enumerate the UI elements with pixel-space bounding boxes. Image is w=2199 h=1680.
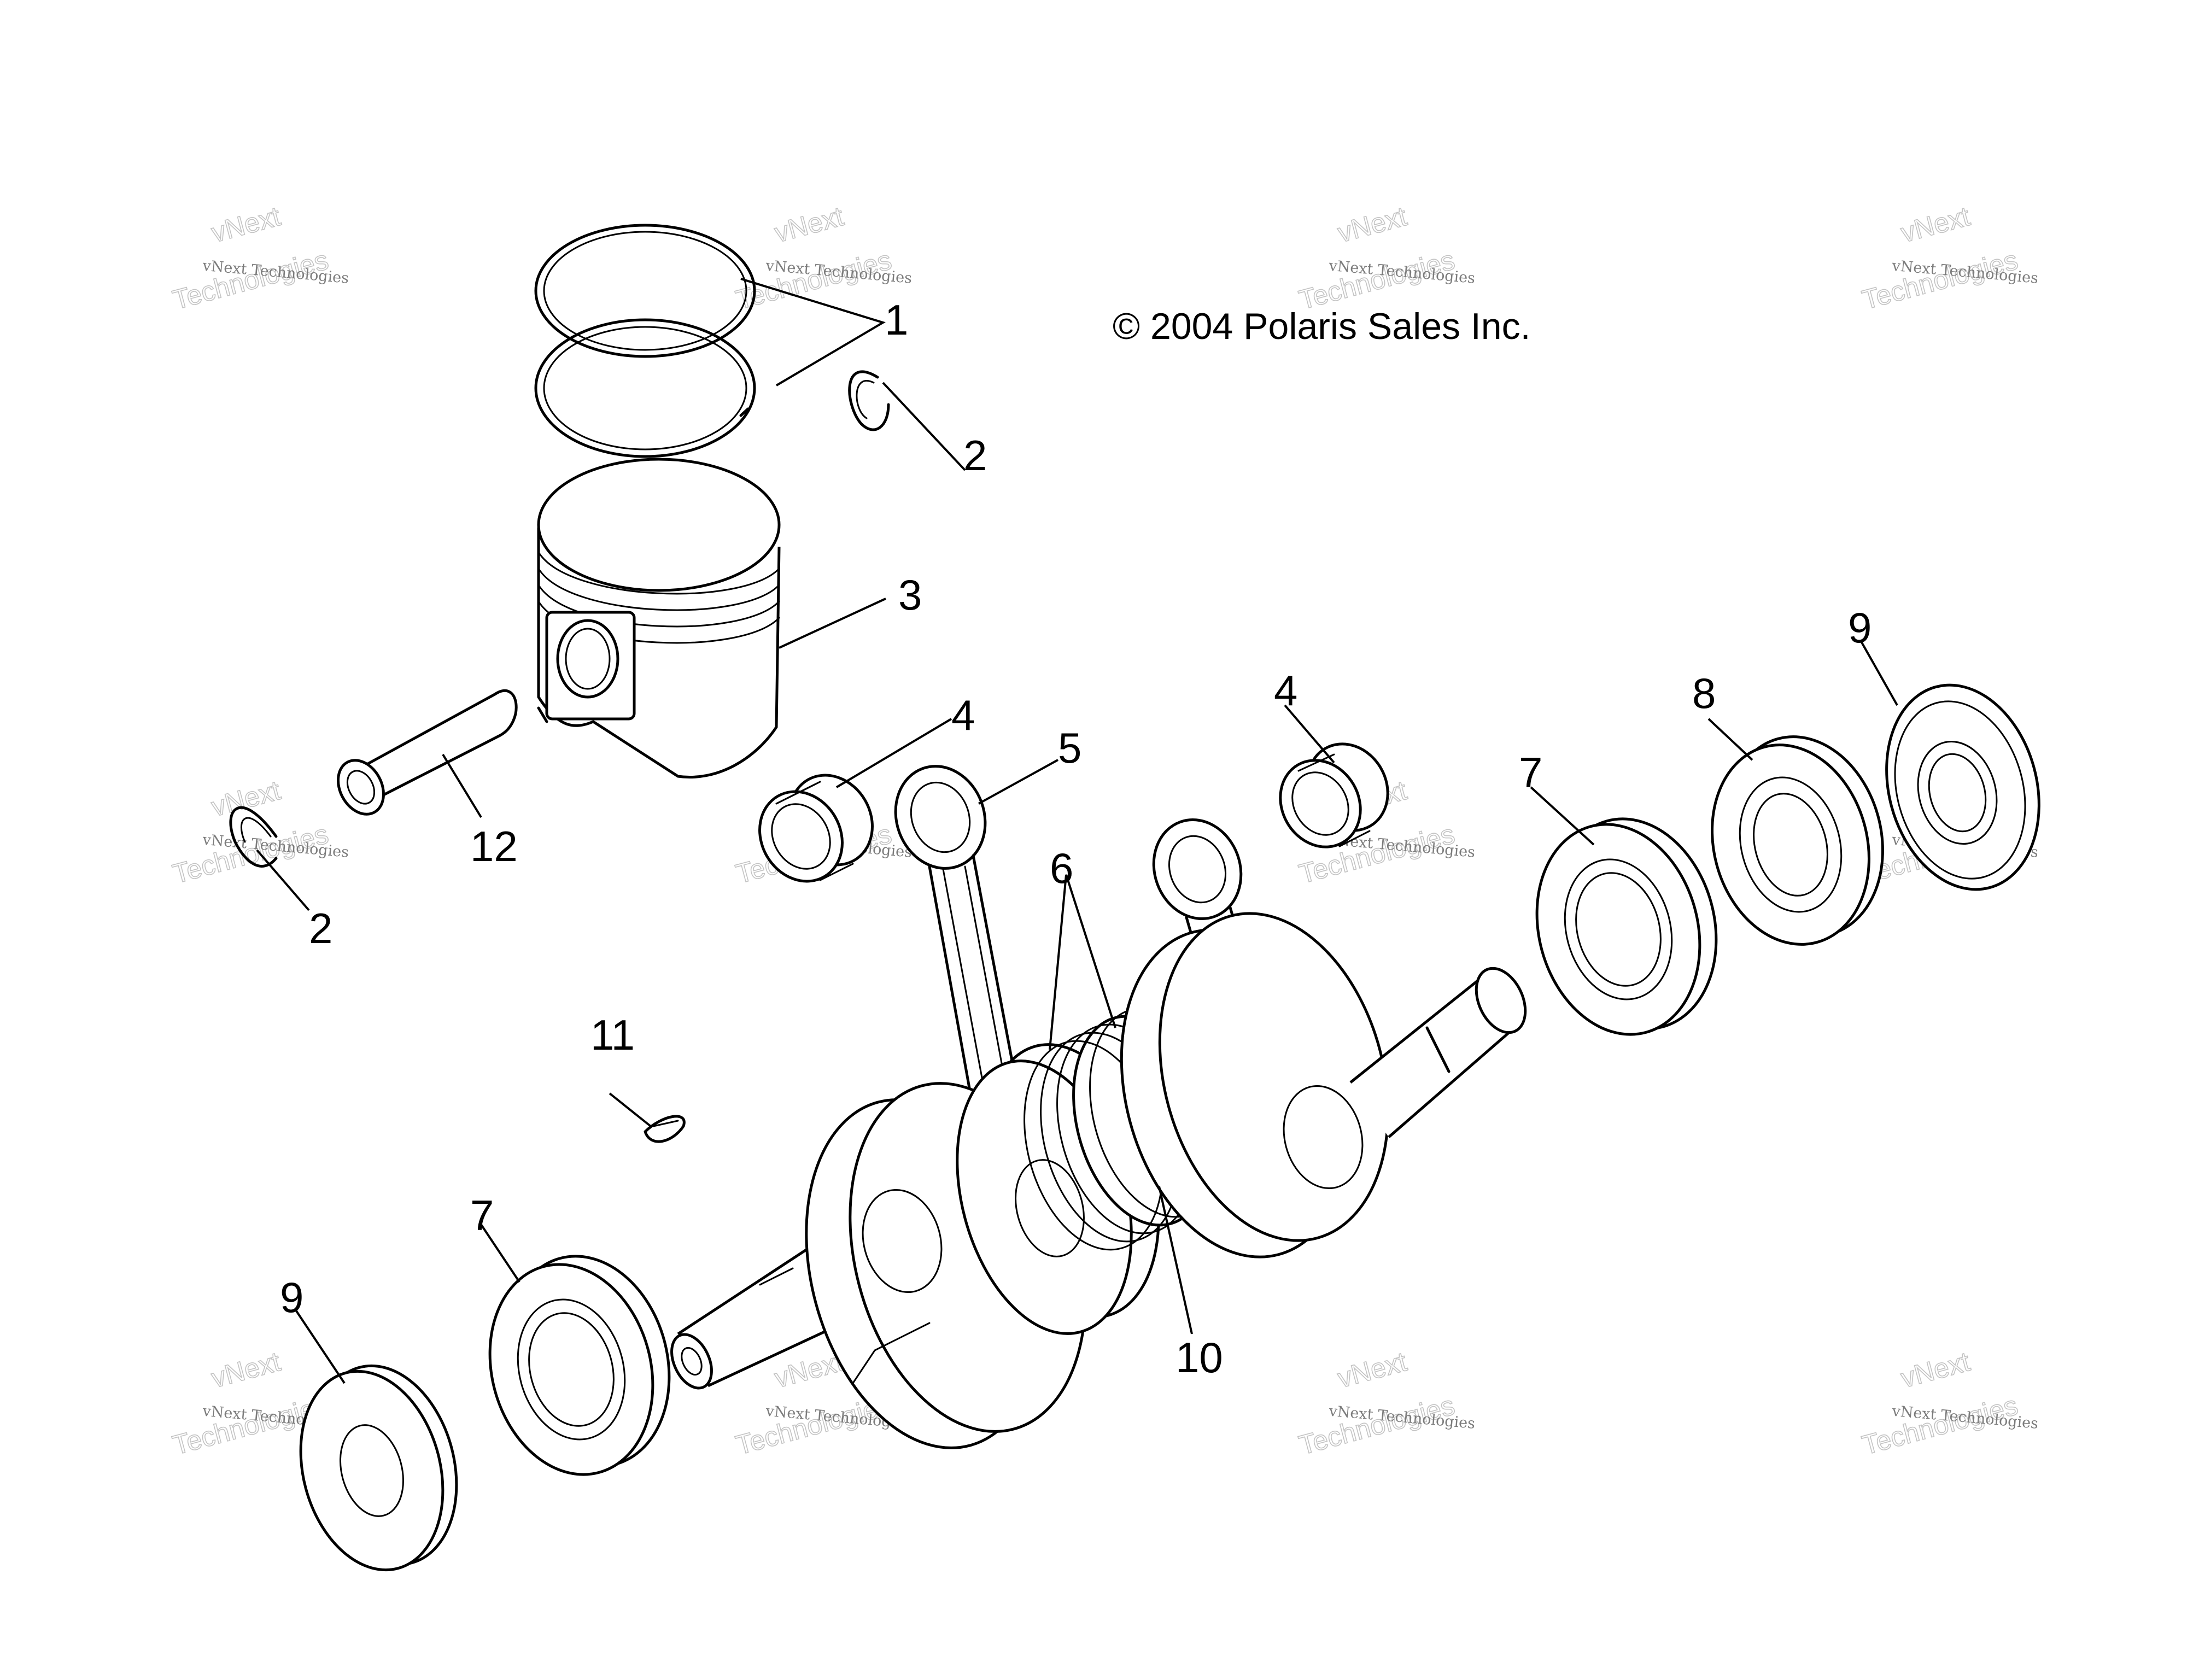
copyright-notice: © 2004 Polaris Sales Inc. bbox=[1113, 306, 1531, 347]
callout-4-left: 4 bbox=[951, 691, 975, 739]
callout-9-right: 9 bbox=[1848, 604, 1872, 652]
watermark-logo-text: vNext bbox=[1898, 201, 1973, 248]
watermark-logo-text: vNext bbox=[771, 201, 847, 248]
oil-seal-right bbox=[1885, 683, 2040, 891]
callout-2-upper: 2 bbox=[963, 431, 987, 479]
watermark-logo-text: vNext bbox=[1335, 201, 1410, 248]
circlip-upper bbox=[848, 370, 890, 431]
callout-10: 10 bbox=[1175, 1333, 1223, 1382]
callout-1: 1 bbox=[885, 296, 908, 344]
crankshaft bbox=[670, 912, 1527, 1449]
watermark-logo-text: vNext bbox=[1335, 1346, 1410, 1394]
callout-4-right: 4 bbox=[1274, 666, 1297, 715]
wrist-pin bbox=[337, 689, 518, 816]
callout-11: 11 bbox=[590, 1011, 635, 1059]
callout-2-lower: 2 bbox=[309, 904, 332, 952]
piston-rings bbox=[534, 224, 756, 458]
piston bbox=[537, 458, 781, 778]
callout-5: 5 bbox=[1058, 724, 1081, 772]
callout-12: 12 bbox=[470, 822, 518, 870]
main-bearing-left bbox=[488, 1255, 671, 1476]
main-bearing-right bbox=[1535, 817, 1718, 1036]
callout-7-left: 7 bbox=[470, 1191, 494, 1239]
circlip-lower bbox=[229, 806, 278, 868]
leader-lines bbox=[256, 278, 1898, 1384]
watermark-logo-text: vNext bbox=[208, 1346, 284, 1394]
needle-bearing-left bbox=[758, 774, 874, 883]
oil-seal-left bbox=[299, 1364, 458, 1572]
woodruff-key bbox=[644, 1115, 686, 1143]
callout-8: 8 bbox=[1692, 669, 1716, 717]
callout-7-right: 7 bbox=[1519, 748, 1542, 797]
watermark-logo-text: vNext bbox=[208, 775, 284, 822]
bearing-8 bbox=[1711, 735, 1884, 946]
watermark-logo-text: vNext bbox=[1898, 1346, 1973, 1394]
callout-labels: 1 2 2 3 4 4 5 6 7 7 8 9 9 10 11 12 bbox=[280, 296, 1872, 1382]
callout-9-left: 9 bbox=[280, 1273, 303, 1321]
needle-bearing-right bbox=[1279, 742, 1389, 848]
callout-3: 3 bbox=[898, 571, 922, 619]
watermark-logo-text: vNext bbox=[208, 201, 284, 248]
callout-6: 6 bbox=[1050, 844, 1073, 892]
